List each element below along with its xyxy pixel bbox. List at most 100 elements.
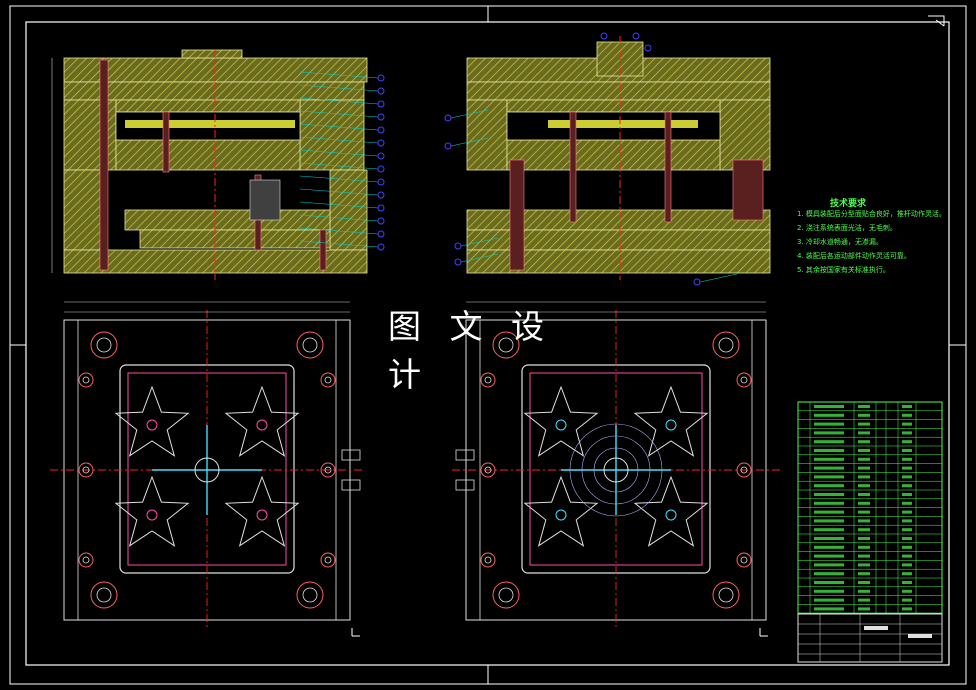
bom-cell-text bbox=[858, 510, 870, 514]
balloon-icon bbox=[377, 165, 385, 173]
bom-cell-text bbox=[858, 519, 870, 523]
bom-cell-text bbox=[814, 598, 844, 602]
bom-cell-text bbox=[858, 449, 870, 452]
water-fitting bbox=[455, 449, 475, 461]
a-plate-upper bbox=[466, 81, 771, 101]
bom-cell-text bbox=[858, 422, 870, 426]
bom-cell-text bbox=[814, 405, 844, 408]
bom-cell-text bbox=[814, 431, 844, 435]
balloon-icon bbox=[644, 44, 652, 52]
gate-mark bbox=[555, 509, 567, 521]
balloon-icon bbox=[377, 139, 385, 147]
bom-cell-text bbox=[858, 581, 870, 584]
bom-cell-text bbox=[858, 440, 870, 444]
gate-mark bbox=[146, 509, 158, 521]
balloon-icon bbox=[444, 114, 452, 122]
bom-cell-text bbox=[902, 405, 912, 408]
guide-bore bbox=[736, 552, 752, 568]
corner-mark-icon bbox=[759, 628, 768, 637]
bom-cell-text bbox=[858, 537, 870, 540]
bom-cell-text bbox=[858, 589, 870, 593]
guide-bore bbox=[736, 372, 752, 388]
guide-bore bbox=[296, 581, 324, 609]
ejector-pin bbox=[569, 111, 577, 223]
guide-bore bbox=[736, 462, 752, 478]
title-block-text bbox=[908, 634, 932, 638]
guide-bore bbox=[78, 372, 94, 388]
guide-pin bbox=[82, 466, 90, 474]
guide-pin bbox=[740, 466, 748, 474]
balloon-icon bbox=[377, 113, 385, 121]
guide-pin bbox=[96, 337, 112, 353]
guide-bore bbox=[90, 581, 118, 609]
guide-pin bbox=[96, 587, 112, 603]
bom-cell-text bbox=[902, 519, 912, 523]
star-cavity bbox=[114, 385, 190, 457]
bom-cell-text bbox=[902, 413, 912, 417]
tech-requirements-title: 技术要求 bbox=[830, 199, 867, 209]
tech-requirement-line: 1. 模具装配后分型面贴合良好，推杆动作灵活。 bbox=[797, 210, 946, 218]
cavity-bottom bbox=[506, 139, 721, 171]
bom-cell-text bbox=[858, 572, 870, 576]
sprue-puller bbox=[249, 179, 281, 221]
cooling-ring bbox=[569, 423, 663, 517]
bom-cell-text bbox=[858, 501, 870, 505]
bom-cell-text bbox=[814, 413, 844, 417]
star-cavity bbox=[633, 475, 709, 547]
bom-cell-text bbox=[814, 554, 844, 558]
star-cavity bbox=[633, 385, 709, 457]
cooling-ring bbox=[593, 447, 639, 493]
balloon-icon bbox=[377, 126, 385, 134]
bom-cell-text bbox=[858, 405, 870, 408]
bom-cell-text bbox=[902, 607, 912, 611]
runner-strip bbox=[125, 120, 295, 128]
star-cavity bbox=[523, 475, 599, 547]
balloon-icon bbox=[600, 32, 608, 40]
bom-cell-text bbox=[902, 475, 912, 479]
leader-line bbox=[299, 201, 379, 209]
gate-mark bbox=[256, 419, 268, 431]
balloon-icon bbox=[377, 230, 385, 238]
bom-cell-text bbox=[902, 510, 912, 514]
leader-line bbox=[299, 71, 379, 79]
leader-line bbox=[299, 84, 379, 92]
leader-line bbox=[299, 149, 379, 157]
bottom-clamp-plate bbox=[466, 249, 771, 274]
guide-bore bbox=[78, 552, 94, 568]
guide-bore bbox=[480, 552, 496, 568]
bom-cell-text bbox=[814, 466, 844, 470]
guide-bore bbox=[90, 331, 118, 359]
bom-cell-text bbox=[902, 554, 912, 558]
balloon-icon bbox=[377, 191, 385, 199]
leader-line bbox=[299, 162, 379, 170]
sprue-circle bbox=[194, 457, 220, 483]
ejector-pin bbox=[162, 111, 170, 173]
bom-cell-text bbox=[858, 484, 870, 488]
guide-bore bbox=[492, 581, 520, 609]
guide-bore bbox=[480, 462, 496, 478]
bom-cell-text bbox=[814, 589, 844, 593]
bom-cell-text bbox=[814, 607, 844, 611]
gate-mark bbox=[256, 509, 268, 521]
bom-cell-text bbox=[902, 484, 912, 488]
cavity-bottom bbox=[115, 139, 301, 171]
bom-cell-text bbox=[814, 545, 844, 549]
star-cavity bbox=[523, 385, 599, 457]
bom-cell-text bbox=[858, 554, 870, 558]
cavity-top bbox=[506, 99, 721, 113]
cavity-edge bbox=[127, 372, 287, 566]
guide-pin bbox=[498, 337, 514, 353]
balloon-icon bbox=[454, 242, 462, 250]
guide-bore bbox=[712, 581, 740, 609]
bom-cell-text bbox=[858, 457, 870, 461]
bom-cell-text bbox=[814, 537, 844, 540]
leader-line bbox=[299, 227, 379, 235]
cavity-top bbox=[115, 99, 301, 113]
bom-cell-text bbox=[902, 545, 912, 549]
leader-line bbox=[299, 175, 379, 183]
guide-pin bbox=[324, 376, 332, 384]
balloon-icon bbox=[377, 74, 385, 82]
tech-requirement-line: 2. 浇注系统表面光洁，无毛刺。 bbox=[797, 224, 897, 232]
